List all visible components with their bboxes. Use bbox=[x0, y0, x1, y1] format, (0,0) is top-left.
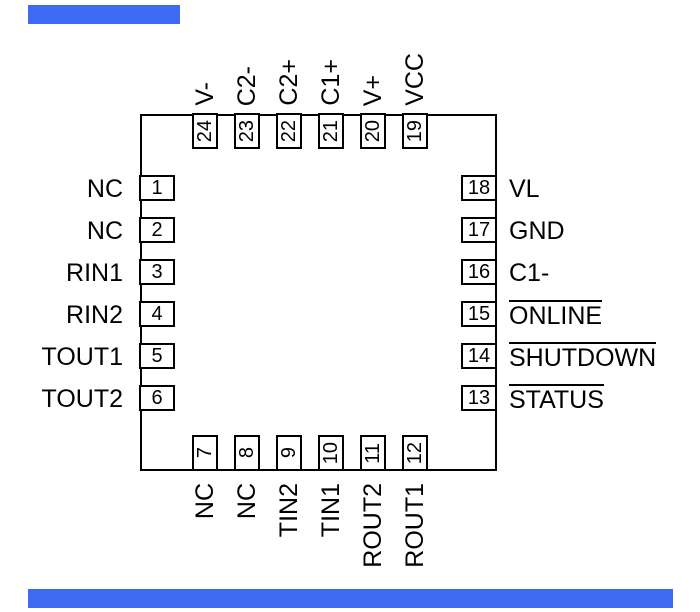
watermark-bar-top bbox=[28, 5, 180, 24]
pin-box-2: 2 bbox=[139, 217, 175, 243]
pin-label-24: V- bbox=[190, 82, 219, 106]
pin-label-2: NC bbox=[86, 217, 123, 246]
pin-label-21: C1+ bbox=[316, 59, 345, 106]
pin-number: 20 bbox=[362, 119, 384, 143]
pin-box-9: 9 bbox=[276, 435, 302, 471]
pin-box-20: 20 bbox=[360, 113, 386, 149]
pin-label-6: TOUT2 bbox=[41, 385, 124, 414]
pin-label-22: C2+ bbox=[274, 59, 303, 106]
pin-box-10: 10 bbox=[318, 435, 344, 471]
pin-label-12: ROUT1 bbox=[400, 483, 429, 568]
pin-number: 15 bbox=[467, 303, 491, 325]
pin-number: 8 bbox=[236, 447, 258, 459]
pin-number: 4 bbox=[151, 303, 163, 325]
pin-label-5: TOUT1 bbox=[41, 343, 124, 372]
pin-number: 24 bbox=[194, 119, 216, 143]
pin-box-22: 22 bbox=[276, 113, 302, 149]
pin-number: 1 bbox=[151, 177, 163, 199]
pin-box-12: 12 bbox=[402, 435, 428, 471]
pin-label-1: NC bbox=[86, 175, 123, 204]
pin-label-10: TIN1 bbox=[316, 483, 345, 538]
pin-number: 18 bbox=[467, 177, 491, 199]
pin-box-18: 18 bbox=[461, 175, 497, 201]
pin-number: 21 bbox=[320, 119, 342, 143]
pin-label-16: C1- bbox=[509, 259, 550, 288]
pin-box-19: 19 bbox=[402, 113, 428, 149]
pin-label-11: ROUT2 bbox=[358, 483, 387, 568]
pin-box-4: 4 bbox=[139, 301, 175, 327]
pin-number: 11 bbox=[362, 442, 384, 464]
pin-box-24: 24 bbox=[192, 113, 218, 149]
pin-number: 9 bbox=[278, 447, 300, 459]
pin-number: 14 bbox=[467, 345, 491, 367]
pin-box-11: 11 bbox=[360, 435, 386, 471]
pin-number: 16 bbox=[467, 261, 491, 283]
pin-box-1: 1 bbox=[139, 175, 175, 201]
pin-box-6: 6 bbox=[139, 385, 175, 411]
pin-label-17: GND bbox=[509, 217, 565, 246]
watermark-bar-bottom bbox=[28, 589, 673, 608]
pin-box-17: 17 bbox=[461, 217, 497, 243]
pin-number: 13 bbox=[467, 387, 491, 409]
pin-number: 10 bbox=[320, 441, 342, 465]
pin-label-9: TIN2 bbox=[274, 483, 303, 538]
pin-label-18: VL bbox=[509, 175, 540, 204]
pin-box-15: 15 bbox=[461, 301, 497, 327]
pin-label-14: SHUTDOWN bbox=[509, 342, 657, 373]
pin-number: 2 bbox=[151, 219, 163, 241]
pin-label-4: RIN2 bbox=[66, 301, 123, 330]
pin-number: 7 bbox=[194, 447, 216, 459]
pin-label-8: NC bbox=[232, 483, 261, 520]
pin-label-3: RIN1 bbox=[66, 259, 123, 288]
pin-number: 17 bbox=[467, 219, 491, 241]
pin-number: 12 bbox=[404, 441, 426, 465]
pin-box-5: 5 bbox=[139, 343, 175, 369]
pin-box-13: 13 bbox=[461, 385, 497, 411]
pin-label-13: STATUS bbox=[509, 384, 604, 415]
pin-box-14: 14 bbox=[461, 343, 497, 369]
pin-box-23: 23 bbox=[234, 113, 260, 149]
pin-box-21: 21 bbox=[318, 113, 344, 149]
pin-number: 6 bbox=[151, 387, 163, 409]
pin-label-19: VCC bbox=[400, 53, 429, 106]
pin-label-23: C2- bbox=[232, 65, 261, 106]
pin-label-7: NC bbox=[190, 483, 219, 520]
ic-package-outline bbox=[140, 114, 497, 471]
pin-number: 22 bbox=[278, 119, 300, 143]
pin-number: 19 bbox=[404, 119, 426, 143]
pin-number: 3 bbox=[151, 261, 163, 283]
pin-box-7: 7 bbox=[192, 435, 218, 471]
pin-box-3: 3 bbox=[139, 259, 175, 285]
pin-label-15: ONLINE bbox=[509, 300, 603, 331]
pin-box-16: 16 bbox=[461, 259, 497, 285]
pin-box-8: 8 bbox=[234, 435, 260, 471]
pin-label-20: V+ bbox=[358, 74, 387, 106]
pin-number: 23 bbox=[236, 119, 258, 143]
pin-number: 5 bbox=[151, 345, 163, 367]
